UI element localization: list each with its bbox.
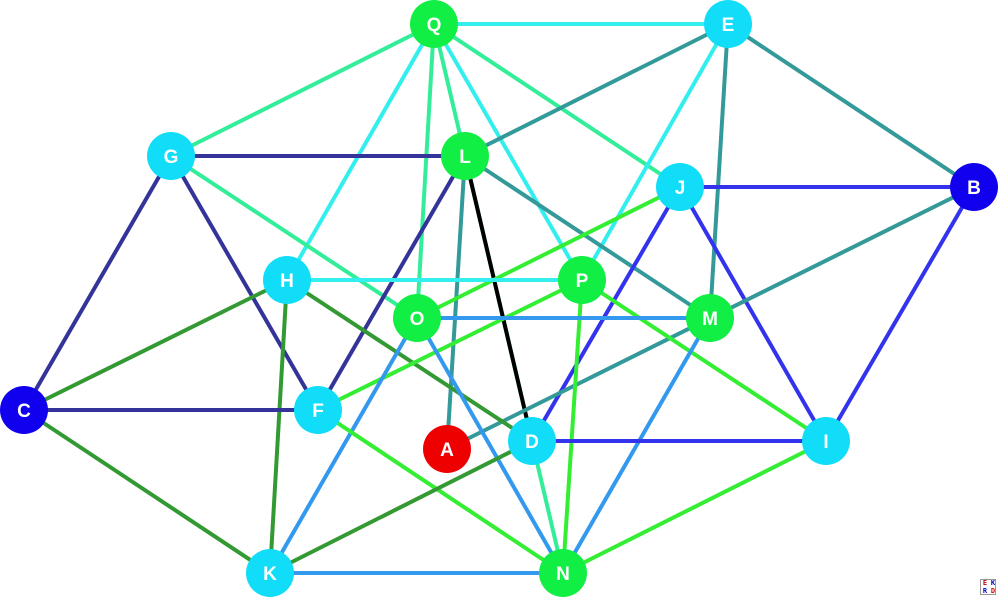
edge-p-f — [317, 278, 583, 412]
edge-f-n — [316, 408, 565, 575]
node-label: B — [967, 178, 981, 199]
node-p[interactable]: P — [558, 256, 606, 304]
edge-q-j — [432, 22, 682, 189]
logo-letter: K — [990, 579, 996, 587]
node-label: P — [576, 271, 589, 292]
node-label: K — [263, 564, 277, 585]
edge-o-k — [268, 317, 419, 574]
node-label: D — [525, 432, 539, 453]
node-n[interactable]: N — [539, 549, 587, 597]
logo-letter: D — [990, 587, 996, 595]
node-j[interactable]: J — [656, 163, 704, 211]
node-f[interactable]: F — [294, 386, 342, 434]
edge-l-d — [463, 155, 534, 442]
edge-h-d — [285, 278, 534, 443]
node-g[interactable]: G — [147, 132, 195, 180]
node-circle — [704, 0, 752, 48]
node-c[interactable]: C — [0, 386, 48, 434]
node-label: E — [722, 15, 735, 36]
node-label: M — [702, 309, 718, 330]
node-a[interactable]: A — [423, 425, 471, 473]
node-circle — [686, 294, 734, 342]
edge-e-l — [464, 22, 729, 158]
edge-j-d — [530, 185, 682, 443]
edge-l-m — [463, 154, 712, 320]
edge-g-c — [22, 154, 173, 412]
node-e[interactable]: E — [704, 0, 752, 48]
edge-g-o — [169, 154, 419, 320]
edge-q-o — [415, 23, 436, 319]
node-circle — [441, 132, 489, 180]
edge-p-i — [580, 278, 828, 443]
edge-g-f — [169, 154, 320, 412]
node-d[interactable]: D — [508, 417, 556, 465]
edge-o-n — [415, 317, 565, 574]
edge-p-n — [561, 279, 584, 574]
edge-e-p — [580, 23, 730, 281]
edge-layer — [22, 22, 976, 575]
node-circle — [423, 425, 471, 473]
node-circle — [802, 417, 850, 465]
edge-l-a — [445, 155, 467, 450]
node-label: O — [410, 309, 425, 330]
node-label: C — [17, 401, 31, 422]
edge-q-g — [170, 22, 435, 158]
logo-icon: E K R D — [980, 579, 996, 595]
node-i[interactable]: I — [802, 417, 850, 465]
node-circle — [410, 0, 458, 48]
node-l[interactable]: L — [441, 132, 489, 180]
logo-letter: R — [982, 587, 988, 595]
node-circle — [294, 386, 342, 434]
node-circle — [263, 256, 311, 304]
node-label: F — [312, 401, 324, 422]
node-circle — [558, 256, 606, 304]
node-circle — [950, 163, 998, 211]
node-label: N — [556, 564, 570, 585]
node-circle — [246, 549, 294, 597]
edge-h-k — [268, 279, 289, 574]
node-m[interactable]: M — [686, 294, 734, 342]
node-circle — [147, 132, 195, 180]
node-circle — [539, 549, 587, 597]
node-circle — [508, 417, 556, 465]
node-o[interactable]: O — [393, 294, 441, 342]
node-label: L — [459, 147, 471, 168]
node-label: J — [675, 178, 686, 199]
node-label: H — [280, 271, 294, 292]
logo-letter: E — [982, 579, 988, 587]
edge-i-n — [562, 439, 827, 575]
node-h[interactable]: H — [263, 256, 311, 304]
edge-d-k — [269, 439, 533, 575]
edge-e-m — [708, 23, 730, 319]
edge-e-b — [726, 22, 976, 189]
node-q[interactable]: Q — [410, 0, 458, 48]
node-circle — [656, 163, 704, 211]
edge-q-h — [285, 23, 436, 281]
node-b[interactable]: B — [950, 163, 998, 211]
node-label: Q — [427, 15, 442, 36]
node-k[interactable]: K — [246, 549, 294, 597]
edge-h-c — [23, 278, 288, 412]
node-label: G — [164, 147, 179, 168]
node-label: A — [440, 440, 454, 461]
node-label: I — [823, 432, 828, 453]
edge-q-p — [432, 22, 584, 282]
node-circle — [393, 294, 441, 342]
edge-b-i — [824, 185, 976, 443]
node-circle — [0, 386, 48, 434]
edge-m-n — [561, 317, 712, 574]
edge-l-f — [316, 154, 467, 412]
edge-c-k — [22, 408, 272, 575]
edge-j-o — [416, 185, 681, 320]
edge-j-i — [678, 186, 828, 442]
